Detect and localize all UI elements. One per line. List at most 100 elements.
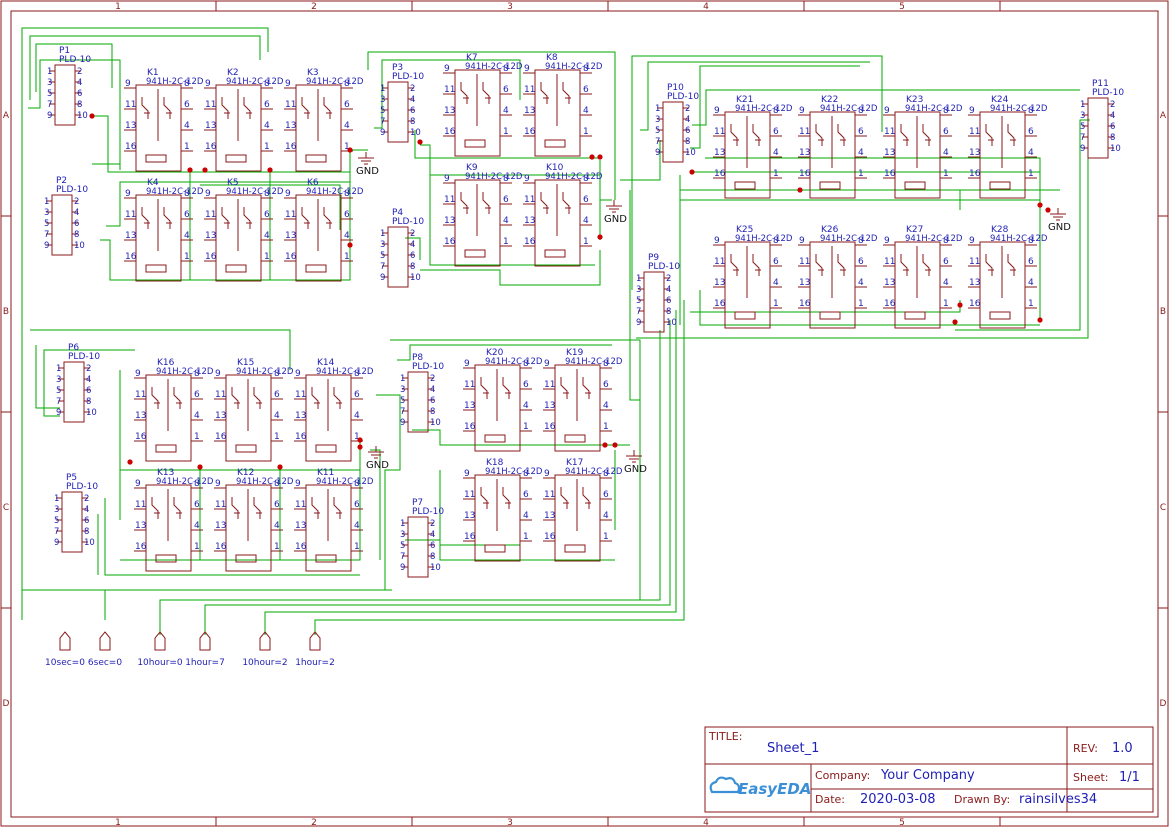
header-pin-number: 2 [74, 197, 79, 207]
relay-pin-number: 4 [523, 511, 529, 521]
header-pin-number: 10 [430, 418, 441, 428]
header-part-number: PLD-10 [56, 185, 88, 195]
relay-part-number: 941H-2C-12D [316, 477, 374, 487]
header-pin-number: 2 [410, 229, 415, 239]
wire-net [21, 27, 269, 620]
relay-pin-number: 8 [603, 469, 609, 479]
wire-net [35, 345, 60, 409]
header-pin-number: 5 [380, 106, 385, 116]
column-label: 2 [311, 2, 317, 12]
relay-pin-number: 11 [205, 210, 216, 220]
header-pin-number: 9 [400, 563, 405, 573]
relay-pin-number: 13 [135, 521, 146, 531]
relay-part-number: 941H-2C-12D [820, 104, 878, 114]
relay-pin-number: 4 [503, 106, 509, 116]
relay-pin-number: 6 [184, 100, 190, 110]
relay-designator: K28 [991, 225, 1009, 235]
relay-pin-number: 1 [858, 299, 864, 309]
relay-pin-number: 8 [194, 479, 200, 489]
junction-dot [797, 187, 803, 193]
relay-pin-number: 16 [295, 432, 307, 442]
relay-part-number: 941H-2C-12D [905, 104, 963, 114]
header-pin-number: 3 [636, 285, 641, 295]
junction-dot [89, 113, 95, 119]
relay-designator: K7 [466, 53, 478, 63]
header-pin-number: 3 [380, 240, 385, 250]
sheet-title: Sheet_1 [767, 741, 819, 756]
header-pin-number: 10 [685, 148, 696, 158]
header-pin-number: 4 [685, 115, 690, 125]
relay-pin-number: 8 [503, 64, 509, 74]
relay-pin-number: 9 [205, 189, 211, 199]
header-pin-number: 7 [1080, 133, 1085, 143]
junction-dot [1037, 202, 1043, 208]
relay-pin-number: 1 [583, 127, 589, 137]
relay-pin-number: 4 [773, 278, 779, 288]
header-pin-number: 6 [430, 541, 435, 551]
relay-pin-number: 13 [205, 231, 216, 241]
header-part-number: PLD-10 [667, 92, 699, 102]
relay-pin-number: 6 [354, 390, 360, 400]
row-label: B [1160, 307, 1166, 317]
header-pin-number: 4 [410, 95, 415, 105]
relay-pin-number: 8 [503, 174, 509, 184]
relay-pin-number: 4 [523, 401, 529, 411]
header-pin-number: 7 [636, 307, 641, 317]
relay-pin-number: 11 [969, 257, 980, 267]
net-port-label: 10hour=2 [242, 658, 287, 668]
net-port: 10hour=2 [242, 631, 288, 668]
relay-pin-number: 8 [858, 106, 864, 116]
relay-pin-number: 8 [264, 79, 270, 89]
relay-pin-number: 1 [773, 299, 779, 309]
header-pin-number: 4 [666, 285, 671, 295]
relay-pin-number: 13 [135, 411, 146, 421]
relay-part-number: 941H-2C-12D [905, 234, 963, 244]
column-label: 4 [703, 2, 709, 12]
relay-pin-number: 8 [583, 64, 589, 74]
relay-part-number: 941H-2C-12D [735, 104, 793, 114]
header-pin-number: 4 [84, 505, 89, 515]
relay-pin-number: 1 [503, 237, 509, 247]
relay-pin-number: 1 [274, 542, 280, 552]
relay-pin-number: 4 [503, 216, 509, 226]
junction-dot [277, 464, 283, 470]
junction-dot [1045, 207, 1051, 213]
relay-pin-number: 6 [523, 380, 529, 390]
header-pin-number: 8 [685, 137, 690, 147]
header-pin-number: 3 [400, 385, 405, 395]
header-pin-number: 4 [430, 385, 435, 395]
junction-dot [197, 464, 203, 470]
wire-net [367, 51, 616, 200]
relay-pin-number: 1 [943, 169, 949, 179]
relay-pin-number: 6 [274, 390, 280, 400]
header-pin-number: 2 [84, 494, 89, 504]
relay-part-number: 941H-2C-12D [156, 477, 214, 487]
relay-designator: K6 [307, 178, 319, 188]
relay-pin-number: 4 [194, 411, 200, 421]
relay-pin-number: 4 [274, 521, 280, 531]
wire-net [955, 119, 1090, 331]
junction-dot [597, 234, 603, 240]
relay-pin-number: 16 [444, 127, 456, 137]
header-pin-number: 10 [84, 538, 95, 548]
relay-pin-number: 8 [858, 236, 864, 246]
relay-pin-number: 16 [444, 237, 456, 247]
sheet-label: Sheet: [1073, 771, 1109, 784]
row-label: C [3, 503, 9, 513]
header-pin-number: 10 [77, 111, 88, 121]
header-pin-number: 10 [666, 318, 677, 328]
relay-pin-number: 6 [503, 85, 509, 95]
relay-pin-number: 13 [464, 511, 475, 521]
header-pin-number: 10 [410, 128, 421, 138]
relay-pin-number: 4 [603, 511, 609, 521]
relay-part-number: 941H-2C-12D [226, 187, 284, 197]
header-part-number: PLD-10 [648, 262, 680, 272]
relay-pin-number: 16 [714, 299, 726, 309]
relay-designator: K20 [486, 348, 504, 358]
relay-designator: K11 [317, 468, 334, 478]
